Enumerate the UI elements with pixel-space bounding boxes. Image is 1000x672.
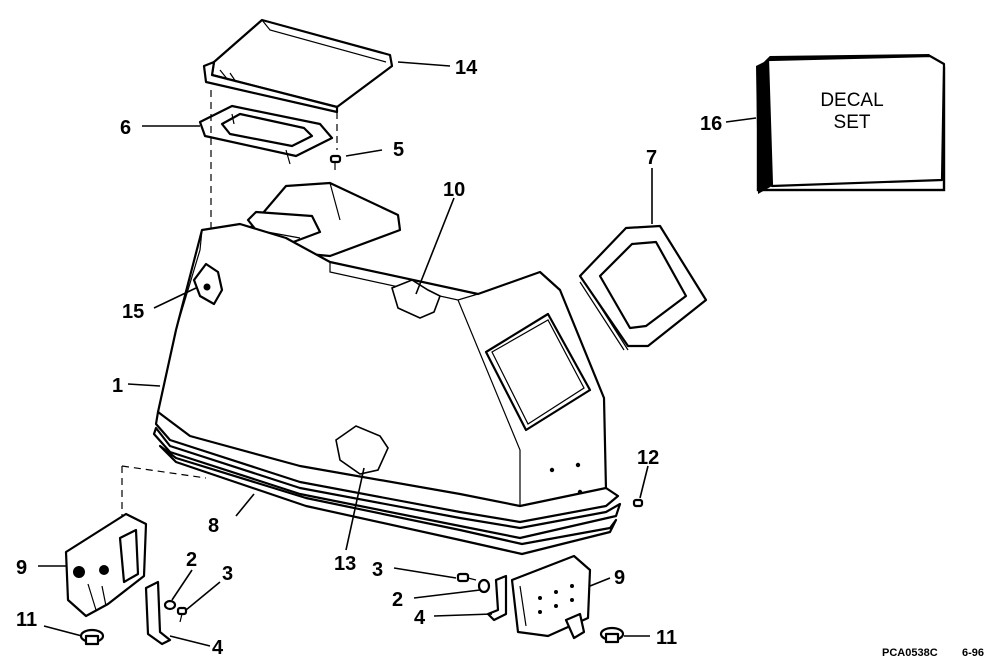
part-3-screw-left [176, 606, 188, 623]
callout-16: 16 [700, 113, 722, 135]
part-9-bracket-right [510, 554, 592, 640]
callout-8: 8 [208, 515, 219, 537]
decal-box-line1: DECAL [820, 90, 883, 111]
callout-9-right: 9 [614, 567, 625, 589]
part-5-screw [329, 154, 342, 170]
leader-lines [38, 61, 757, 647]
part-6-grille [198, 104, 334, 165]
callout-11-right: 11 [656, 627, 677, 649]
part-13-decal [335, 425, 389, 475]
callout-14: 14 [455, 57, 478, 79]
callout-15: 15 [122, 301, 144, 323]
callout-9-left: 9 [16, 557, 27, 579]
part-15-plug [192, 262, 224, 306]
callout-1: 1 [112, 375, 123, 397]
part-10-decal [391, 279, 442, 319]
callout-2-left: 2 [186, 549, 197, 571]
callout-3-left: 3 [222, 563, 233, 585]
footer: PCA0538C 6-96 [882, 647, 984, 659]
decal-box-line2: SET [834, 112, 871, 133]
callout-5: 5 [393, 139, 404, 161]
callout-7: 7 [646, 147, 657, 169]
callout-4-left: 4 [212, 637, 224, 659]
callout-12: 12 [637, 447, 659, 469]
part-4-clip-right [486, 574, 508, 622]
part-3-screw-right [456, 572, 477, 583]
part-2-washer-left [163, 599, 177, 611]
part-11-plug-left [79, 628, 105, 646]
callouts: 14 6 5 7 16 10 15 1 8 13 12 9 11 2 3 4 3… [16, 57, 722, 659]
part-7-window [578, 224, 708, 351]
callout-13: 13 [334, 553, 356, 575]
callout-4-right: 4 [414, 607, 426, 629]
callout-3-right: 3 [372, 559, 383, 581]
part-code: PCA0538C [882, 647, 938, 659]
callout-11-left: 11 [16, 609, 37, 631]
callout-2-right: 2 [392, 589, 403, 611]
part-8-bottom-seal [152, 410, 622, 556]
part-9-bracket-left [64, 465, 207, 618]
part-11-plug-right [599, 626, 625, 644]
revision-date: 6-96 [962, 647, 984, 659]
part-14-top-cover [202, 18, 394, 114]
callout-10: 10 [443, 179, 465, 201]
part-16-decal-set-box: DECAL SET [756, 54, 946, 194]
part-2-washer-right [477, 578, 491, 594]
part-4-clip-left [144, 580, 172, 646]
part-12-screw [632, 498, 644, 508]
callout-6: 6 [120, 117, 131, 139]
